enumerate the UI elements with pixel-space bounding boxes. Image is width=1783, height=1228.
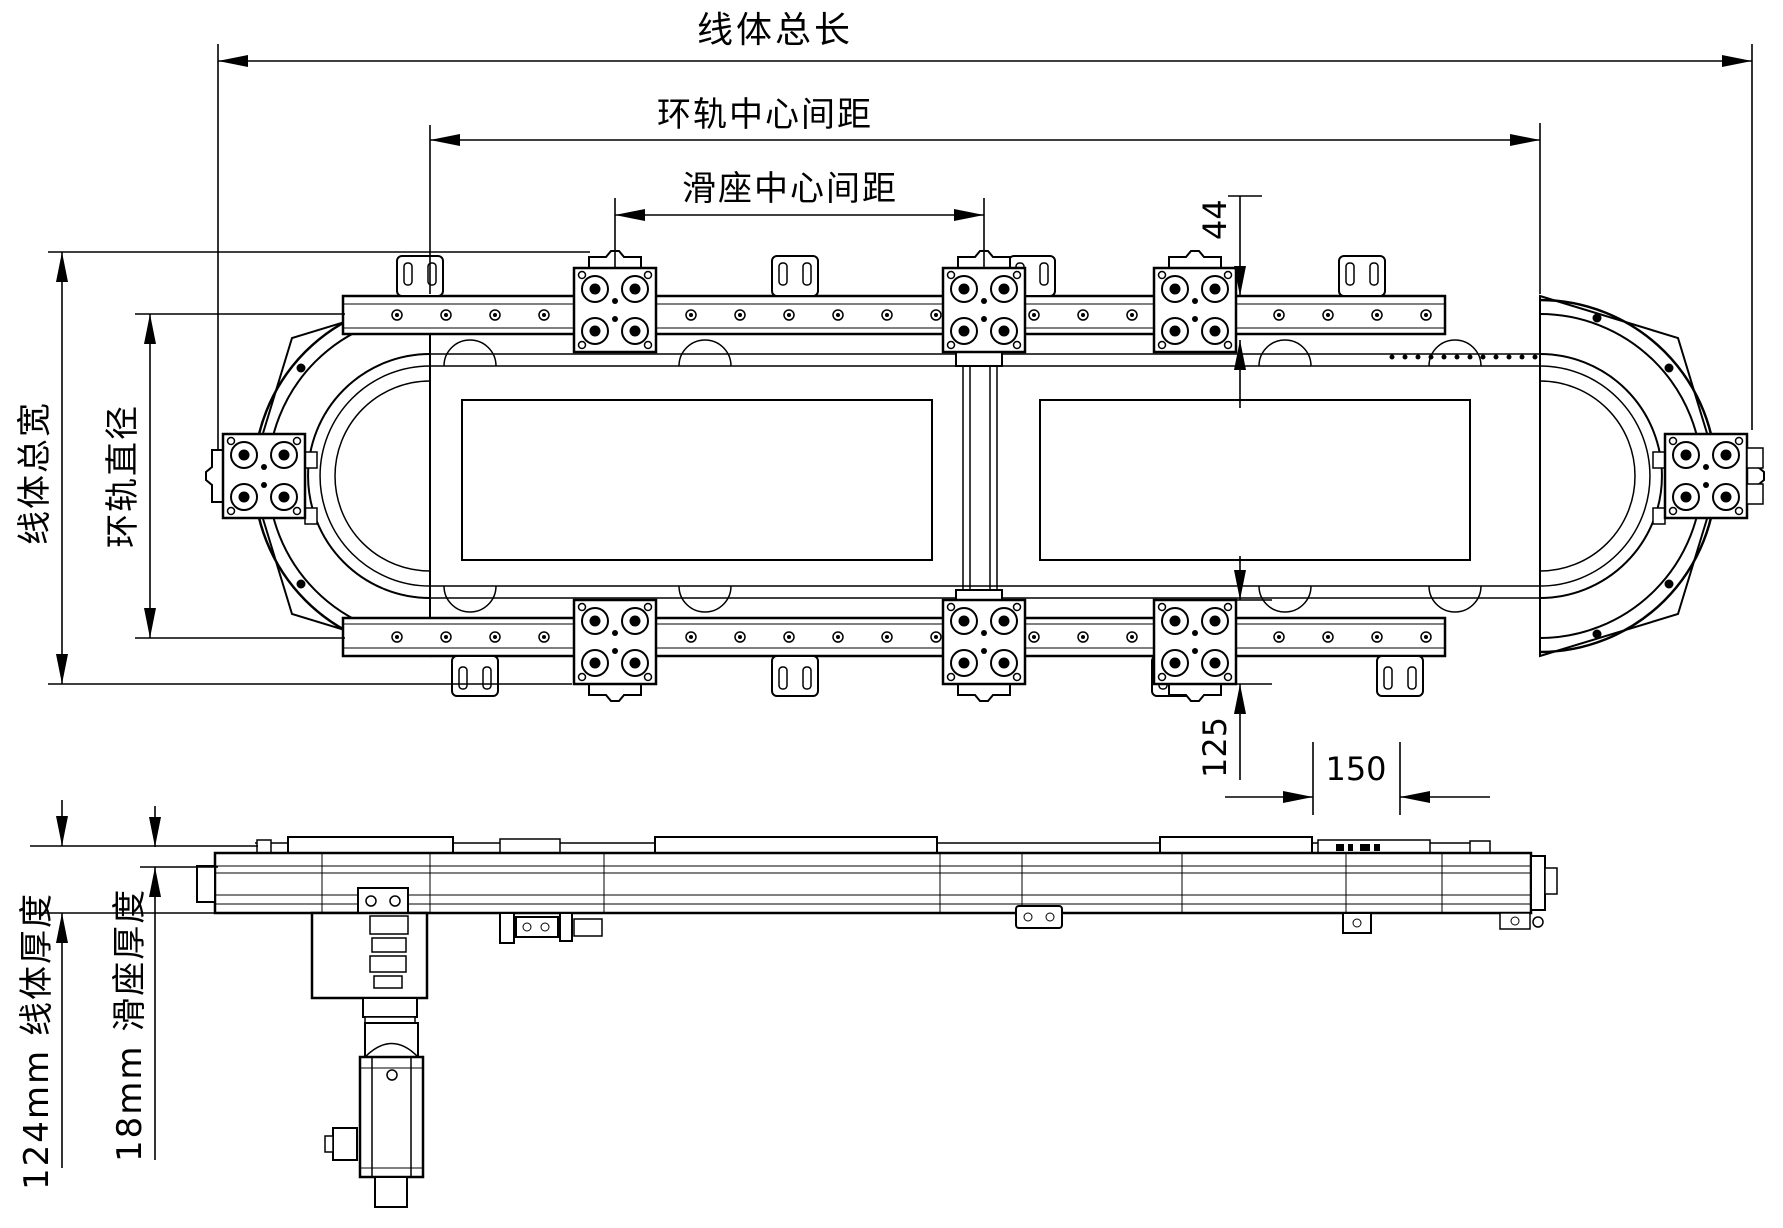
slide-carriage-bottom-2 [941, 598, 1027, 702]
dim-ring-center-spacing: 环轨中心间距 [429, 95, 1541, 294]
drive-motor-assembly [310, 887, 429, 1208]
label-125: 125 [1196, 717, 1234, 778]
slide-carriages [205, 250, 1765, 702]
label-ring-diameter: 环轨直径 [103, 404, 143, 548]
under-rail-brackets [1015, 905, 1372, 934]
dim-total-length: 线体总长 [217, 10, 1753, 450]
label-total-width: 线体总宽 [15, 401, 55, 545]
chain-roller-bumps [443, 339, 1482, 613]
side-view-line-body [196, 836, 1558, 1208]
left-center-plate [461, 399, 933, 561]
top-view-ring-rail-loop [205, 250, 1765, 702]
slide-carriage-top-3 [1152, 250, 1238, 354]
label-total-length: 线体总长 [697, 10, 853, 51]
right-center-plate [1039, 399, 1471, 561]
slide-carriage-right [1652, 432, 1765, 525]
label-44: 44 [1196, 199, 1234, 240]
dim-slide-thickness: 18mm 滑座厚度 [110, 806, 218, 1162]
dim-44: 44 [1196, 195, 1262, 408]
line-body-profile [196, 851, 1533, 915]
pallet-black-ticks [1336, 844, 1380, 851]
label-body-thickness: 124mm 线体厚度 [17, 892, 57, 1190]
center-belt-bar [955, 343, 1003, 613]
dim-total-width: 线体总宽 [15, 251, 590, 685]
dim-125: 125 [1196, 556, 1272, 780]
slide-carriage-bottom-1 [572, 598, 658, 702]
dim-ring-diameter: 环轨直径 [103, 313, 345, 639]
dimensions-side-view: 124mm 线体厚度 18mm 滑座厚度 [17, 800, 258, 1190]
top-rail-bar [341, 294, 1447, 336]
label-ring-center-spacing: 环轨中心间距 [657, 95, 873, 135]
tension-station [499, 912, 603, 944]
right-end-cap [1499, 855, 1558, 930]
dimensions-top-view: 线体总长 环轨中心间距 滑座中心间距 44 线体总宽 [15, 10, 1753, 815]
label-150: 150 [1325, 750, 1386, 788]
slide-carriage-left [205, 432, 318, 525]
dim-150: 150 [1225, 742, 1490, 815]
pallet-strip [255, 836, 1491, 854]
motor-connector [332, 1127, 358, 1161]
label-slide-thickness: 18mm 滑座厚度 [110, 888, 150, 1162]
bottom-rail-bar [341, 616, 1447, 658]
motor-body [358, 1042, 425, 1179]
right-inner-dotted-holes [1389, 354, 1538, 360]
dim-body-thickness: 124mm 线体厚度 [17, 800, 258, 1190]
label-slide-center-spacing: 滑座中心间距 [682, 169, 898, 209]
dim-slide-center-spacing: 滑座中心间距 [614, 169, 985, 268]
